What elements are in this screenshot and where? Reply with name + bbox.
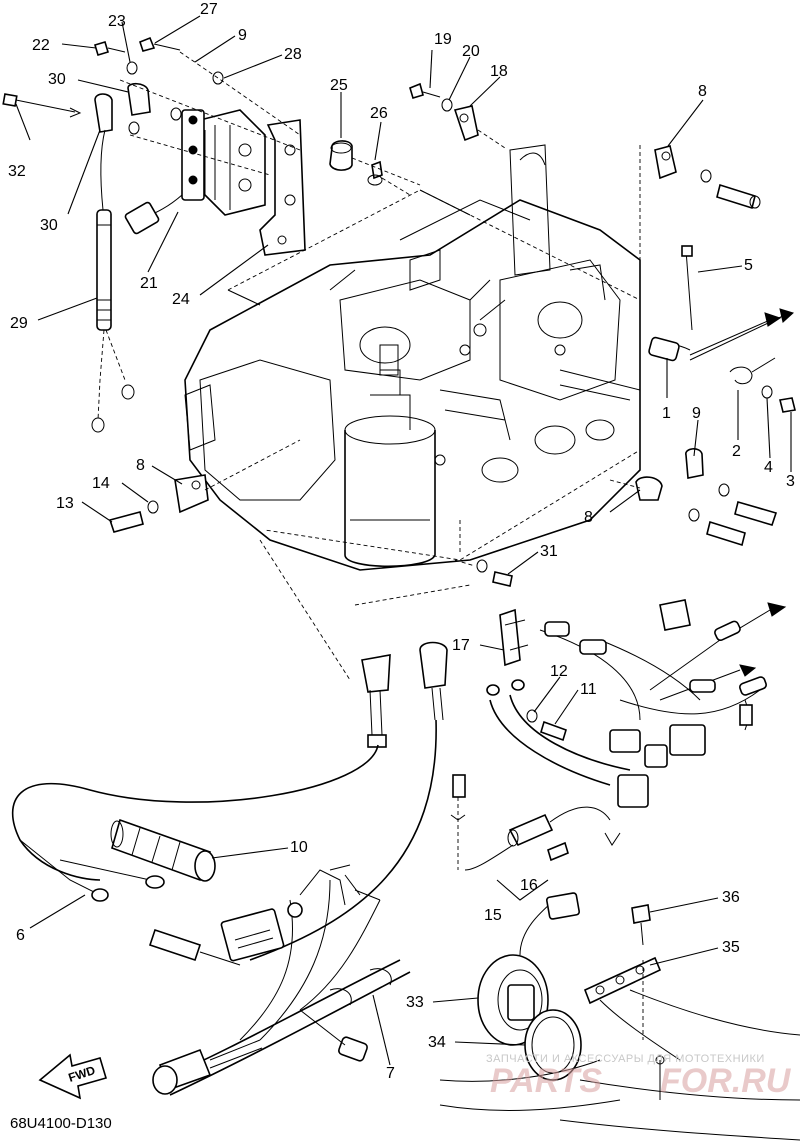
callout-1: 1 <box>662 405 671 422</box>
callout-9-top: 9 <box>238 27 247 44</box>
callout-23: 23 <box>108 13 126 30</box>
callout-8-top-right: 8 <box>698 83 707 100</box>
callout-16: 16 <box>520 877 538 894</box>
callout-25: 25 <box>330 77 348 94</box>
callout-2: 2 <box>732 443 741 460</box>
callout-30-top: 30 <box>48 71 66 88</box>
bolt-31 <box>454 520 513 587</box>
watermark-logo-right: FOR.RU <box>660 1062 792 1100</box>
wiring-harness <box>11 539 800 1141</box>
callout-14: 14 <box>92 475 110 492</box>
engine-block <box>184 144 641 571</box>
diagram-code: 68U4100-D130 <box>10 1115 112 1132</box>
callout-5: 5 <box>744 257 753 274</box>
callout-30-bottom: 30 <box>40 217 58 234</box>
ignition-coil-assembly <box>2 36 306 433</box>
left-clamp-group <box>108 439 301 533</box>
callout-24: 24 <box>172 291 190 308</box>
callout-20: 20 <box>462 43 480 60</box>
callout-17: 17 <box>452 637 470 654</box>
callout-28: 28 <box>284 46 302 63</box>
callout-6: 6 <box>16 927 25 944</box>
fwd-arrow: FWD <box>38 1053 107 1100</box>
callout-21: 21 <box>140 275 158 292</box>
callout-35: 35 <box>722 939 740 956</box>
callout-26: 26 <box>370 105 388 122</box>
callout-33: 33 <box>406 994 424 1011</box>
callout-18: 18 <box>490 63 508 80</box>
callout-4: 4 <box>764 459 773 476</box>
callout-36: 36 <box>722 889 740 906</box>
right-clamp-group <box>609 145 796 547</box>
callout-12: 12 <box>550 663 568 680</box>
callout-15: 15 <box>484 907 502 924</box>
callout-34: 34 <box>428 1034 446 1051</box>
callout-10: 10 <box>290 839 308 856</box>
callout-22: 22 <box>32 37 50 54</box>
callout-numbers: 22 23 27 9 28 30 32 30 21 24 25 26 19 20… <box>8 1 795 1082</box>
callout-8-right: 8 <box>584 509 593 526</box>
callout-13: 13 <box>56 495 74 512</box>
callout-11: 11 <box>580 681 597 698</box>
callout-31: 31 <box>540 543 558 560</box>
watermark: ЗАПЧАСТИ И АКСЕССУАРЫ ДЛЯ МОТОТЕХНИКИ PA… <box>486 1053 792 1100</box>
callout-19: 19 <box>434 31 452 48</box>
grommet-collar <box>329 140 421 196</box>
callout-3: 3 <box>786 473 795 490</box>
callout-8-left: 8 <box>136 457 145 474</box>
callout-32: 32 <box>8 163 26 180</box>
callout-7: 7 <box>386 1065 395 1082</box>
bracket-18-group <box>409 82 506 149</box>
callout-27: 27 <box>200 1 218 18</box>
watermark-caption: ЗАПЧАСТИ И АКСЕССУАРЫ ДЛЯ МОТОТЕХНИКИ <box>486 1053 765 1065</box>
leader-lines <box>15 15 792 1066</box>
watermark-logo-left: PARTS <box>490 1062 602 1100</box>
callout-29: 29 <box>10 315 28 332</box>
callout-9-right: 9 <box>692 405 701 422</box>
